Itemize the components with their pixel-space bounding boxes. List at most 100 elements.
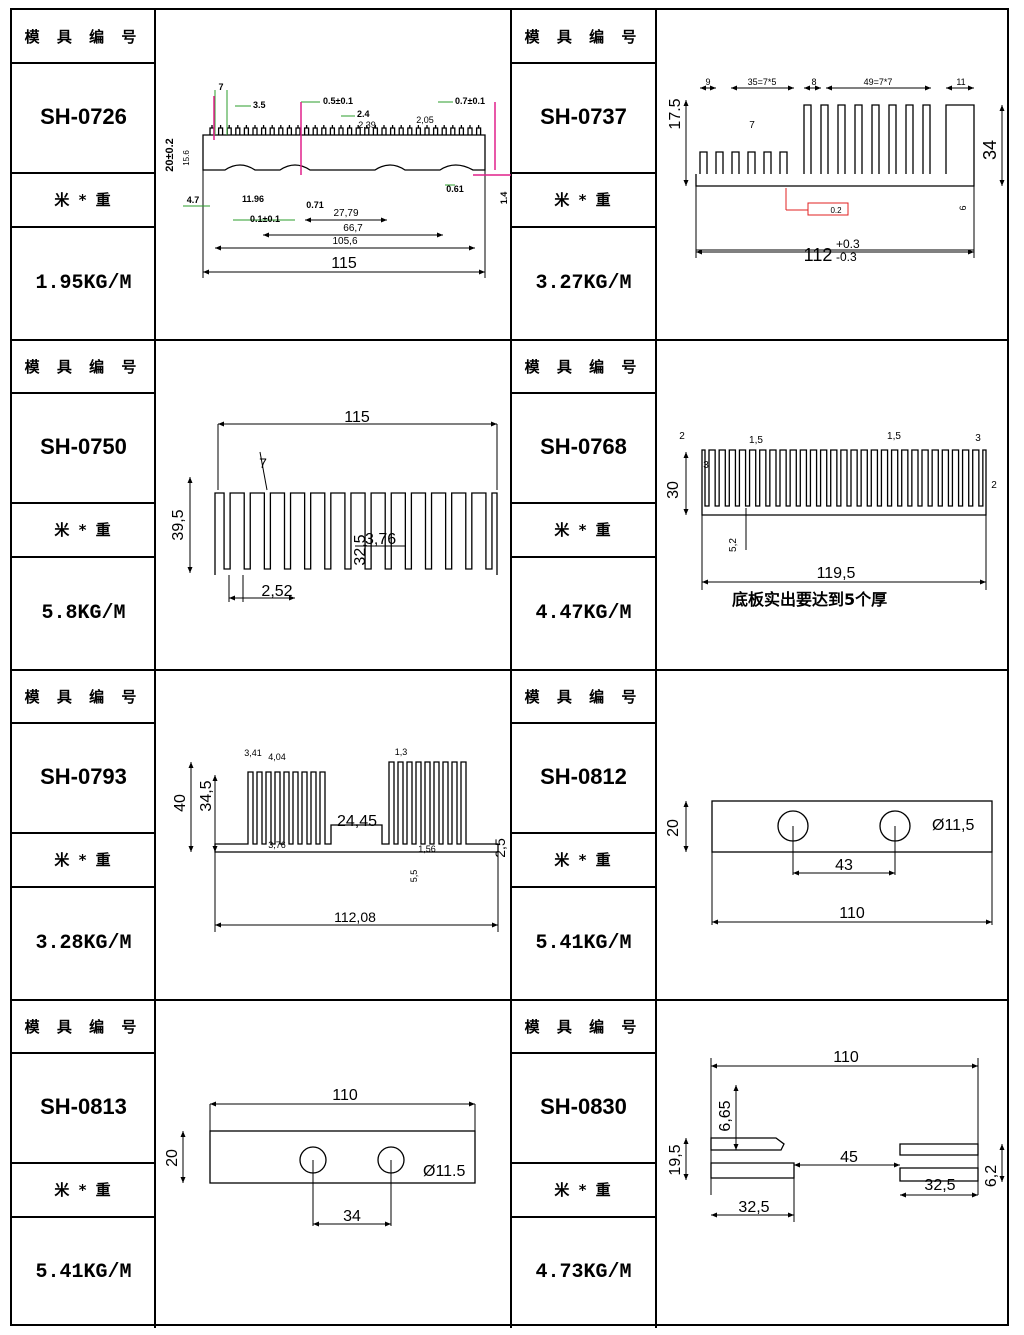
- dimension-label: 0.5±0.1: [323, 96, 353, 106]
- arrow-head: [381, 217, 387, 223]
- dimension-label: 0.61: [446, 184, 464, 194]
- profile-outline: [214, 492, 498, 575]
- dimension-label: +0.3: [836, 237, 860, 251]
- dimension-label: 8: [811, 77, 816, 87]
- mold-number-label: 模 具 编 号: [24, 357, 143, 376]
- dimension-label: 0.1±0.1: [250, 214, 280, 224]
- mold-code: SH-0768: [540, 434, 627, 459]
- arrow-head: [187, 567, 193, 573]
- weight-label: 米 * 重: [54, 1180, 113, 1199]
- dimension-label: 115: [331, 255, 357, 272]
- profile-outline: [710, 1137, 785, 1151]
- dimension-label: 3.5: [253, 100, 266, 110]
- arrow-head: [804, 85, 810, 91]
- weight-value: 3.28KG/M: [35, 931, 132, 955]
- dimension-label: 5,5: [409, 870, 419, 883]
- dimension-label: 34: [343, 1208, 361, 1225]
- grid-line: [12, 999, 1007, 1001]
- weight-label: 米 * 重: [54, 520, 113, 539]
- profile-outline: [211, 125, 480, 128]
- dimension-label: 27,79: [333, 208, 358, 219]
- weight-label: 米 * 重: [54, 190, 113, 209]
- grid-line: [511, 722, 656, 724]
- dimension-label: 2,39: [358, 120, 376, 130]
- grid-line: [510, 10, 512, 1328]
- dimension-label: 11: [956, 77, 965, 87]
- dimension-label: 2,5: [492, 838, 508, 858]
- weight-value: 4.73KG/M: [535, 1260, 632, 1284]
- grid-line: [12, 832, 155, 834]
- weight-value: 5.41KG/M: [535, 931, 632, 955]
- arrow-head: [188, 762, 194, 768]
- arrow-head: [683, 509, 689, 515]
- mold-number-label: 模 具 编 号: [524, 27, 643, 46]
- weight-label: 米 * 重: [554, 520, 613, 539]
- arrow-head: [999, 1176, 1005, 1182]
- arrow-head: [900, 1192, 906, 1198]
- arrow-head: [972, 1192, 978, 1198]
- arrow-head: [187, 477, 193, 483]
- arrow-head: [733, 1085, 739, 1091]
- weight-value: 5.8KG/M: [41, 601, 126, 625]
- grid-line: [12, 1052, 155, 1054]
- dimension-label: 0.7±0.1: [455, 96, 485, 106]
- arrow-head: [683, 1174, 689, 1180]
- arrow-head: [788, 1212, 794, 1218]
- dimension-label: 1,5: [887, 431, 901, 442]
- arrow-head: [683, 846, 689, 852]
- profile-outline: [710, 1162, 795, 1179]
- weight-value: 5.41KG/M: [35, 1260, 132, 1284]
- arrow-head: [492, 922, 498, 928]
- profile-outline: [202, 134, 486, 171]
- dimension-label: 1.4: [499, 192, 509, 205]
- arrow-head: [696, 249, 702, 255]
- dimension-label: 1,3: [395, 747, 408, 757]
- arrow-head: [212, 846, 218, 852]
- dimension-label: 32,5: [738, 1199, 769, 1216]
- mold-code: SH-0793: [40, 764, 127, 789]
- mold-code: SH-0813: [40, 1094, 127, 1119]
- tolerance-box: [807, 202, 849, 216]
- arrow-head: [212, 775, 218, 781]
- grid-line: [511, 1052, 656, 1054]
- profile-outline: [699, 104, 975, 174]
- mold-number-label: 模 具 编 号: [24, 27, 143, 46]
- arrow-head: [683, 100, 689, 106]
- weight-label: 米 * 重: [554, 190, 613, 209]
- dimension-label: 3,76: [268, 840, 286, 850]
- grid-line: [511, 832, 656, 834]
- weight-label: 米 * 重: [554, 850, 613, 869]
- arrow-head: [733, 1144, 739, 1150]
- dimension-label: 24,45: [337, 813, 377, 830]
- arrow-head: [313, 1221, 319, 1227]
- profile-outline: [214, 761, 499, 853]
- mold-number-label: 模 具 编 号: [524, 1017, 643, 1036]
- base-thickness-note: 底板实出要达到5个厚: [732, 590, 888, 609]
- dimension-label: 1,5: [749, 435, 763, 446]
- dimension-label: 110: [839, 905, 865, 922]
- dimension-label: 1,56: [418, 844, 436, 854]
- dimension-label: 112,08: [334, 909, 376, 925]
- dimension-label: 110: [332, 1087, 358, 1104]
- profile-outline: [899, 1143, 979, 1156]
- grid-line: [655, 10, 657, 1328]
- arrow-head: [229, 595, 235, 601]
- arrow-head: [793, 870, 799, 876]
- arrow-head: [710, 85, 716, 91]
- dimension-label: 45: [840, 1149, 858, 1166]
- arrow-head: [289, 595, 295, 601]
- dimension-label: 20: [164, 1149, 181, 1167]
- arrow-head: [215, 245, 221, 251]
- arrow-head: [263, 232, 269, 238]
- arrow-head: [788, 85, 794, 91]
- dimension-label: 2,05: [416, 115, 434, 125]
- grid-line: [12, 226, 155, 228]
- arrow-head: [305, 217, 311, 223]
- dimension-label: 110: [833, 1049, 859, 1066]
- arrow-head: [712, 919, 718, 925]
